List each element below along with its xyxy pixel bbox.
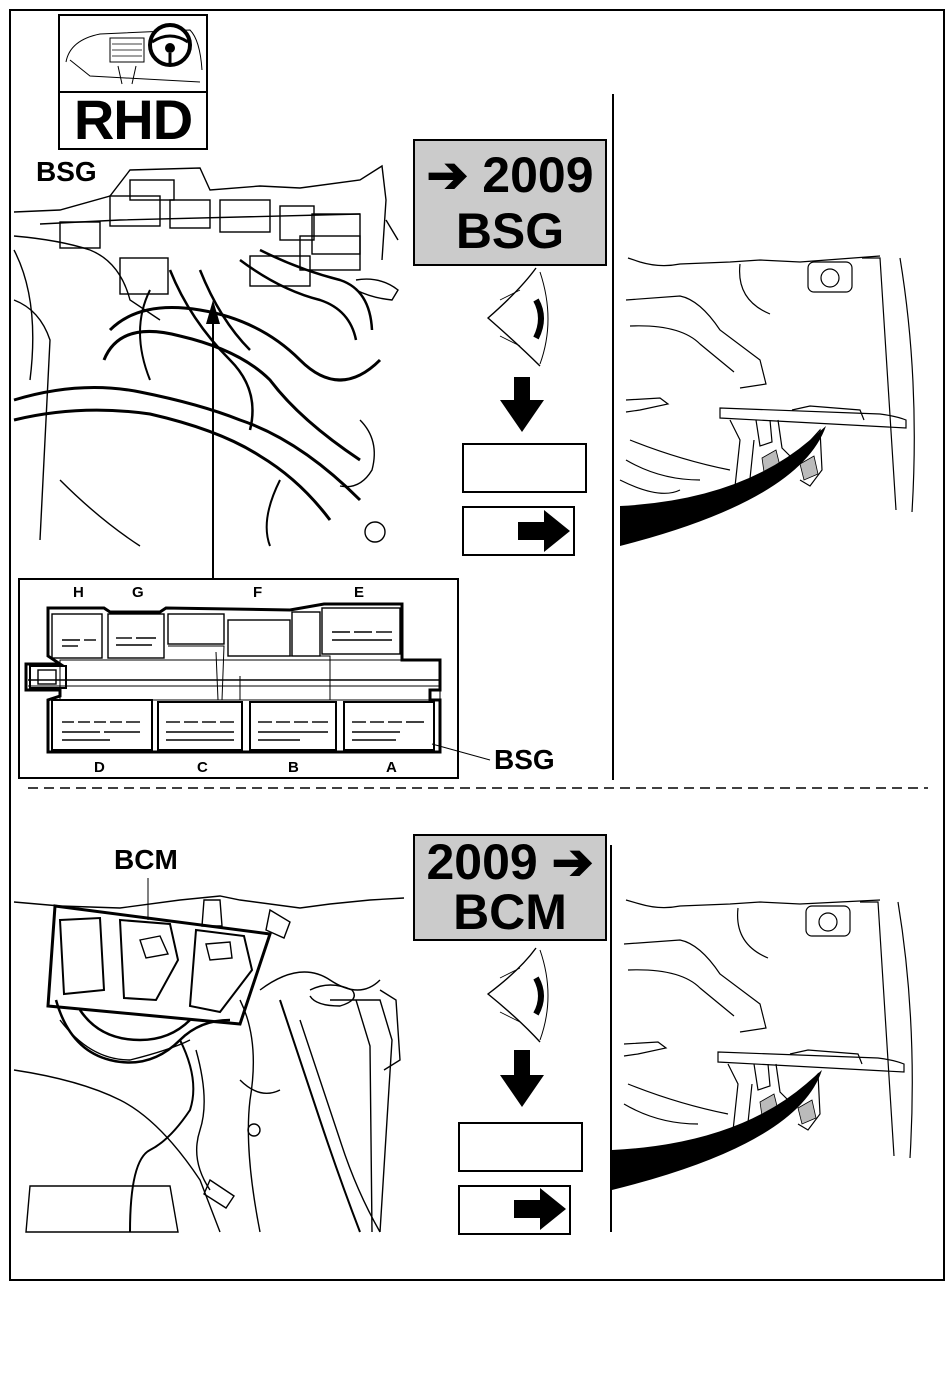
bottom-footwell-view	[0, 0, 950, 1379]
